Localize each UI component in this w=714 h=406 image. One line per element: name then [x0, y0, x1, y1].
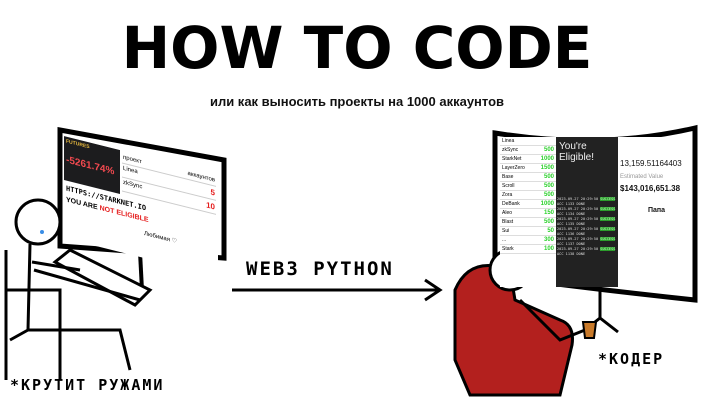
project-name: Zora: [502, 192, 513, 198]
log-line: 2023-09-27 20:29:50 SUCCESS ACC 1136 DONE: [556, 227, 616, 237]
account-count: 50: [547, 228, 554, 234]
left-figure-body: [4, 243, 132, 380]
project-name: Linea: [123, 165, 138, 176]
estimated-label: Estimated Value: [620, 174, 664, 180]
table-row: zkSync 500: [500, 146, 556, 155]
table-row: DeBank 1000: [500, 200, 556, 209]
chat-name: Любимая ♡: [144, 230, 177, 246]
balance-value: 13,159.51164403: [620, 159, 682, 168]
table-row: Blast 500: [500, 218, 556, 227]
project-name: Aleo: [502, 210, 513, 216]
tear-icon: [40, 230, 44, 234]
table-row: Zora 500: [500, 191, 556, 200]
project-name: Scroll: [502, 183, 515, 189]
wallet-panel: 13,159.51164403 Estimated Value $143,016…: [618, 137, 690, 287]
arrow-label: WEB3 PYTHON: [246, 258, 394, 280]
log-line: 2023-09-27 20:29:50 SUCCESS ACC 1134 DONE: [556, 207, 616, 217]
estimated-value: $143,016,651.38: [620, 184, 681, 193]
log-status: SUCCESS: [600, 237, 616, 241]
account-count: 1000: [540, 156, 554, 162]
log-status: SUCCESS: [600, 197, 616, 201]
right-caption: *КОДЕР: [598, 350, 665, 368]
project-name: StarkNet: [502, 156, 522, 162]
project-name: ...: [502, 237, 507, 243]
log-status: SUCCESS: [600, 217, 616, 221]
arrow-head: [424, 278, 443, 302]
log-time: 2023-09-27 20:29:50: [557, 227, 599, 231]
pnl-value: -5261.74%: [66, 154, 115, 178]
left-figure-head: [14, 198, 62, 246]
log-status: SUCCESS: [600, 227, 616, 231]
left-monitor-frame: [57, 127, 227, 261]
project-name: zkSync: [502, 147, 519, 153]
account-count: 150: [543, 210, 554, 216]
table-row: Stark 100: [500, 245, 556, 254]
log-message: ACC 1135 DONE: [557, 222, 586, 226]
log-output: 2023-09-27 20:29:50 SUCCESS ACC 1133 DONE…: [556, 197, 618, 257]
account-count: 500: [543, 183, 554, 189]
log-line: 2023-09-27 20:29:50 SUCCESS ACC 1137 DONE: [556, 237, 616, 247]
account-count: 10: [206, 200, 215, 212]
table-row: StarkNet 1000: [500, 155, 556, 164]
armchair: [453, 264, 574, 397]
project-name: LayerZero: [502, 165, 525, 171]
page-title: HOW TO CODE: [121, 14, 593, 82]
account-count: 1000: [540, 201, 554, 207]
table-row: Linea: [500, 137, 556, 146]
log-time: 2023-09-27 20:29:50: [557, 237, 599, 241]
table-row: Base 500: [500, 173, 556, 182]
log-message: ACC 1138 DONE: [557, 252, 586, 256]
log-message: ACC 1134 DONE: [557, 212, 586, 216]
left-caption: *КРУТИТ РУЖАМИ: [10, 376, 165, 394]
log-line: 2023-09-27 20:29:50 SUCCESS ACC 1138 DONE: [556, 247, 616, 257]
project-name: Linea: [502, 138, 515, 144]
account-count: 500: [543, 174, 554, 180]
log-line: 2023-09-27 20:29:50 SUCCESS ACC 1133 DONE: [556, 197, 616, 207]
eligible-heading: You're Eligible!: [559, 141, 595, 163]
account-count: 5: [210, 187, 215, 198]
log-status: SUCCESS: [600, 247, 616, 251]
project-name: zkSync: [123, 179, 143, 191]
log-line: 2023-09-27 20:29:50 SUCCESS ACC 1135 DONE: [556, 217, 616, 227]
account-count: 1500: [540, 165, 554, 171]
account-count: 500: [543, 192, 554, 198]
log-time: 2023-09-27 20:29:50: [557, 217, 599, 221]
chat-name: Папа: [648, 207, 666, 214]
account-count: 100: [543, 246, 554, 252]
account-count: 500: [543, 219, 554, 225]
project-name: Stark: [502, 246, 514, 252]
log-message: ACC 1133 DONE: [557, 202, 586, 206]
log-status: SUCCESS: [600, 207, 616, 211]
left-monitor-stand: [138, 251, 144, 291]
project-name: DeBank: [502, 201, 520, 207]
table-row: Scroll 500: [500, 182, 556, 191]
log-message: ACC 1136 DONE: [557, 232, 586, 236]
project-name: Blast: [502, 219, 514, 225]
keyboard: [52, 248, 153, 307]
eligibility-panel: You're Eligible! 2023-09-27 20:29:50 SUC…: [556, 137, 618, 287]
account-count: 500: [543, 147, 554, 153]
page-subtitle: или как выносить проекты на 1000 аккаунт…: [209, 94, 505, 109]
left-figure-arms: [31, 260, 141, 302]
project-name: Base: [502, 174, 514, 180]
whisky-glass: [581, 321, 598, 339]
table-row: Aleo 150: [500, 209, 556, 218]
account-count: 300: [543, 237, 554, 243]
log-time: 2023-09-27 20:29:50: [557, 247, 599, 251]
log-message: ACC 1137 DONE: [557, 242, 586, 246]
log-time: 2023-09-27 20:29:50: [557, 197, 599, 201]
table-row: Sui 50: [500, 227, 556, 236]
table-row: ... 300: [500, 236, 556, 245]
log-time: 2023-09-27 20:29:50: [557, 207, 599, 211]
table-row: LayerZero 1500: [500, 164, 556, 173]
project-name: Sui: [502, 228, 510, 234]
coder-arm: [518, 298, 586, 342]
